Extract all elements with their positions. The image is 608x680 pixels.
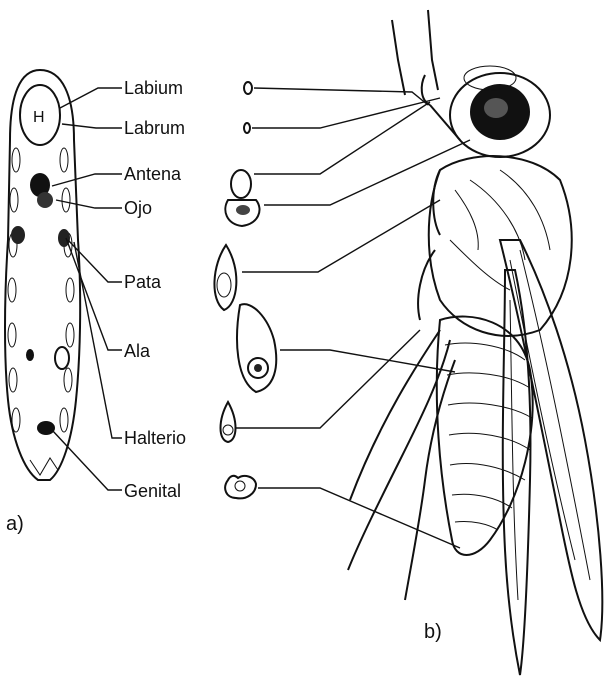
- label-pata: Pata: [124, 272, 162, 292]
- disc-column: [214, 82, 276, 498]
- panel-label-b: b): [424, 621, 442, 643]
- label-halterio: Halterio: [124, 428, 186, 448]
- larva-drawing: H: [5, 70, 80, 480]
- label-antena: Antena: [124, 164, 182, 184]
- label-ojo: Ojo: [124, 198, 152, 218]
- label-ala: Ala: [124, 341, 151, 361]
- larva-head-glyph: H: [33, 109, 45, 126]
- label-labium: Labium: [124, 78, 183, 98]
- leader-lines: [52, 88, 470, 548]
- adult-fly-drawing: [348, 10, 602, 675]
- label-labrum: Labrum: [124, 118, 185, 138]
- panel-label-a: a): [6, 513, 24, 535]
- label-genital: Genital: [124, 481, 181, 501]
